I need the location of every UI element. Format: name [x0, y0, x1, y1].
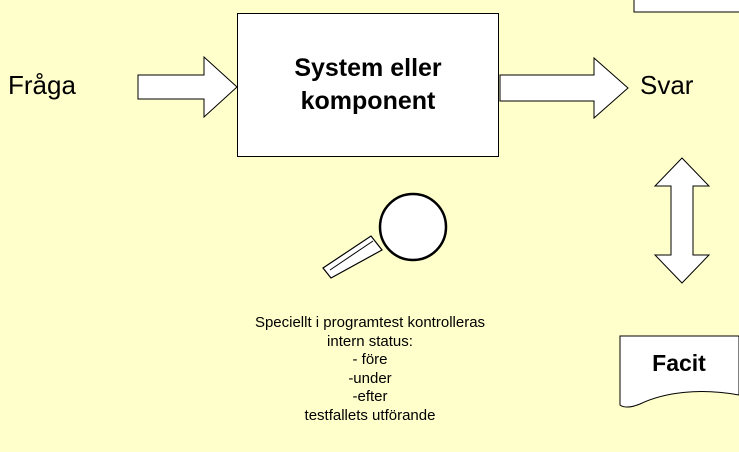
question-label: Fråga: [8, 70, 76, 100]
facit-label: Facit: [652, 350, 706, 376]
note-line: - före: [352, 351, 388, 368]
document-icon: [619, 335, 739, 408]
system-box: System eller komponent: [237, 13, 499, 157]
note-line: -efter: [352, 388, 388, 405]
magnifier-icon: [322, 192, 448, 279]
system-title-line2: komponent: [300, 87, 436, 115]
offscreen-box: [633, 0, 739, 13]
internal-status-note: Speciellt i programtest kontrolleras int…: [200, 314, 540, 425]
note-line: testfallets utförande: [304, 406, 436, 424]
answer-label: Svar: [640, 70, 694, 100]
output-arrow-icon: [499, 56, 629, 120]
system-title-line1: System eller: [294, 54, 442, 82]
double-arrow-vertical-icon: [653, 157, 711, 284]
note-line: -under: [348, 369, 392, 387]
note-line: intern status:: [327, 332, 413, 350]
input-arrow-icon: [137, 55, 238, 119]
note-line: Speciellt i programtest kontrolleras: [254, 314, 486, 331]
system-title: System eller komponent: [294, 52, 441, 118]
